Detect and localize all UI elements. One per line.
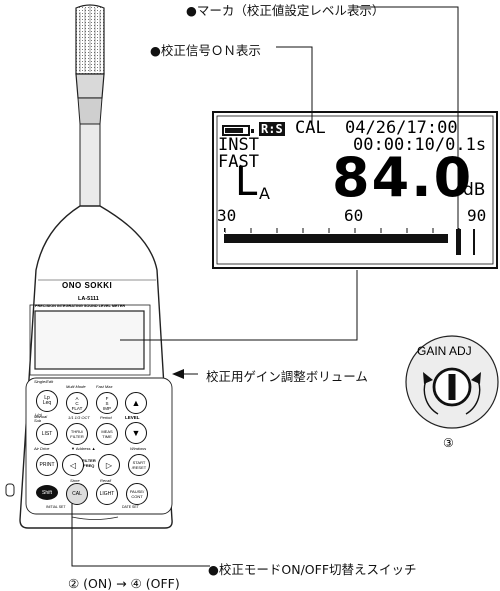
cal-button[interactable]: CAL [66, 483, 88, 505]
filter-left-button[interactable]: ◁ [62, 454, 84, 476]
key-top-label: Single/Edit [34, 379, 54, 384]
level-up-button[interactable]: ▲ [125, 392, 147, 414]
f-s-imp-button[interactable]: F S IMP [96, 392, 118, 414]
model-description: PRECISION INTEGRATING SOUND LEVEL METER [35, 304, 126, 308]
meas-time-button[interactable]: MEAS TIME [96, 423, 118, 445]
microphone [75, 4, 105, 207]
gain-adj-label: GAIN ADJ [417, 344, 472, 358]
thru-filter-button[interactable]: THRU/ FILTER [66, 423, 88, 445]
date-set-label: DATE SET [122, 505, 139, 509]
cal-switch-callout: ●校正モードON/OFF切替えスイッチ [208, 562, 417, 577]
key-top-label: Air Drive [34, 446, 50, 451]
switch-positions-label: ② (ON) → ④ (OFF) [68, 576, 180, 591]
key-sub-label: L(n) [35, 412, 43, 417]
measured-value: 84.0 [332, 146, 474, 209]
initial-set-label: INITIAL SET [46, 505, 66, 509]
level-bar-fill [224, 234, 448, 243]
keypad: Single/Edit Multi Mode Fast Max Lp Leq L… [26, 378, 172, 514]
key-top-label: Recall [100, 478, 112, 483]
cal-signal-callout: ●校正信号ＯＮ表示 [150, 43, 261, 58]
shift-button[interactable]: Shift [36, 485, 58, 500]
filter-right-button[interactable]: ▷ [98, 454, 120, 476]
key-top-label: Multi Mode [66, 384, 86, 389]
bar-graph [224, 228, 460, 244]
light-button[interactable]: LIGHT [96, 483, 118, 505]
pause-cont-button[interactable]: PAUSE/ CONT [126, 483, 148, 505]
scale-label-30: 30 [217, 206, 237, 225]
key-top-label: Fast Max [96, 384, 113, 389]
level-symbol: L [235, 159, 258, 205]
gain-adjust-knob [405, 335, 499, 429]
date-time: 04/26/17:00 [345, 118, 458, 138]
unit-db: dB [463, 180, 486, 200]
filter-freq-label: FILTER FREQ [82, 458, 96, 468]
rs-indicator: R:S [259, 122, 285, 136]
print-button[interactable]: PRINT [36, 454, 58, 476]
marker-callout: ●マーカ（校正値設定レベル表示） [186, 3, 385, 18]
key-top-label: Windows [130, 446, 147, 451]
cal-indicator: CAL [295, 118, 326, 138]
level-down-button[interactable]: ▼ [125, 422, 147, 444]
gain-arrow [172, 369, 198, 379]
mode-fast: FAST [218, 152, 259, 172]
calibration-marker [456, 229, 461, 255]
elapsed-time: 00:00:10/0.1s [353, 135, 487, 155]
list-button[interactable]: LIST [36, 423, 58, 445]
key-top-label: Period [100, 415, 112, 420]
model-label: LA-5111 [78, 296, 99, 302]
start-reset-button[interactable]: START /RESET [128, 454, 150, 476]
gain-knob-number: ③ [443, 436, 454, 450]
lcd-display: R:S CAL 04/26/17:00 INST 00:00:10/0.1s F… [217, 116, 493, 264]
level-subscript: A [259, 184, 270, 203]
key-top-label: Manual Sub [34, 414, 48, 423]
scale-label-90: 90 [467, 206, 487, 225]
leader-lines [71, 6, 459, 567]
key-top-label: Store [70, 478, 80, 483]
lp-leq-button[interactable]: Lp Leq [36, 390, 58, 412]
brand-label: ONO SOKKI [62, 281, 113, 290]
mode-inst: INST [218, 135, 259, 155]
address-label: ▼ Address ▲ [71, 446, 96, 451]
battery-icon [222, 125, 254, 136]
key-top-label: 1/1 1/3 OCT [68, 415, 90, 420]
gain-volume-callout: 校正用ゲイン調整ボリューム [206, 369, 368, 384]
bar-end-line [473, 229, 475, 255]
level-label: LEVEL [125, 415, 140, 420]
scale-label-60: 60 [344, 206, 364, 225]
bar-ticks [224, 228, 461, 233]
a-c-flat-button[interactable]: A C FLAT [66, 392, 88, 414]
